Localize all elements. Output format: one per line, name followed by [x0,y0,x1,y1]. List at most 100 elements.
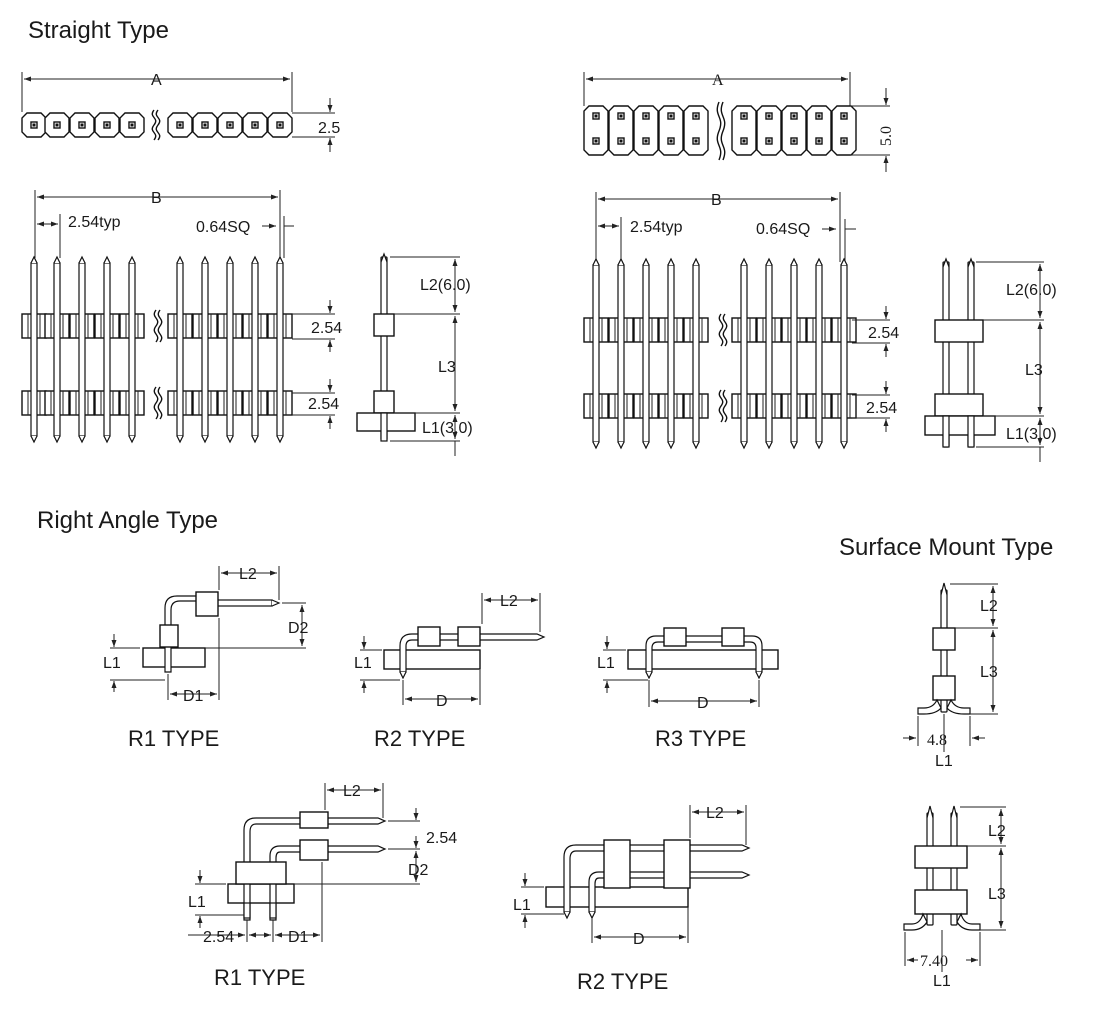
smt-single-dim-width: 4.8 [927,732,947,749]
break-mark [157,386,163,420]
pin-tip [692,441,700,450]
header-cell [683,105,709,156]
pin-square-center [130,123,134,127]
dim-height-dual: 5.0 [878,126,895,146]
pin-tip [765,257,773,266]
pin-square-center [694,114,698,118]
pin-tip [592,441,600,450]
pin-square-center [619,139,623,143]
r2-single-caption: R2 TYPE [374,726,465,751]
r2-dual-dim-l1: L1 [513,897,531,914]
pin-tip [667,257,675,266]
dim-pitch-single: 2.54typ [68,214,121,231]
header-cell [756,105,782,156]
r3-single-dim-l1: L1 [597,655,615,672]
pin [103,262,111,437]
pin-tip [276,255,284,264]
smt-dual-dim-l1: L1 [933,973,951,990]
dim-l1-dual: L1(3.0) [1006,426,1057,443]
dim-b-dual: B [711,192,722,209]
header-cell [608,105,634,156]
pin-square-center [253,123,257,127]
dim-pin-sq-dual: 0.64SQ [756,221,810,238]
break-mark [722,389,728,423]
r1-dual-dim-l2: L2 [343,783,361,800]
pin [642,264,650,443]
pin-square-center [644,114,648,118]
pin-tip [840,257,848,266]
pin [128,262,136,437]
pin-tip [30,255,38,264]
pin-tip [790,257,798,266]
header-cell [658,105,684,156]
pin-tip [642,441,650,450]
header-cell [633,105,659,156]
dim-a-dual: A [712,72,724,89]
pin-square-center [842,139,846,143]
smt-single-dim-l3: L3 [980,664,998,681]
break-mark [722,313,728,347]
dim-pin-sq-single: 0.64SQ [196,219,250,236]
pin [840,264,848,443]
pin [765,264,773,443]
single-row-front-view: B 2.54typ 0.64SQ 2.54 2.54 [21,190,342,444]
dim-row-pitch-dual-top: 2.54 [868,325,899,342]
pin-square-center [105,123,109,127]
r3-single-caption: R3 TYPE [655,726,746,751]
r2-single-dim-l2: L2 [500,593,518,610]
pin-tip [642,257,650,266]
pin-tip [128,435,136,444]
pin-tip [840,441,848,450]
pin-tip [103,255,111,264]
pin-square-center [669,114,673,118]
smt-dual-dim-width: 7.40 [920,953,948,970]
r1-dual-dim-d1: D1 [288,929,309,946]
r1-single-dim-d1: D1 [183,688,204,705]
pin-tip [128,255,136,264]
dual-row-front-view: B 2.54typ 0.64SQ 2.54 2.54 [583,192,899,450]
dim-l2-dual: L2(6.0) [1006,282,1057,299]
pin-tip [667,441,675,450]
header-cell [781,105,807,156]
dim-height-single: 2.5 [318,120,340,137]
pin [251,262,259,437]
r1-dual-dim-pitch-right: 2.54 [426,830,457,847]
pin [692,264,700,443]
smt-single-drawing: L2 L3 4.8 L1 [903,582,998,770]
single-row-side-view: L2(6.0) L3 L1(3.0) [356,252,473,456]
pin-tip [276,435,284,444]
break-mark [155,109,161,141]
pin-square-center [817,139,821,143]
pin-tip [765,441,773,450]
pin-square-center [792,139,796,143]
r1-single-dim-l1: L1 [103,655,121,672]
pin-square-center [228,123,232,127]
pin-tip [251,255,259,264]
pin-square-center [55,123,59,127]
pin-tip [617,441,625,450]
pin-square-center [694,139,698,143]
header-cell [806,105,832,156]
dim-row-pitch-single-top: 2.54 [311,320,342,337]
dim-l1-single: L1(3.0) [422,420,473,437]
pin-tip [201,255,209,264]
smt-dual-dim-l3: L3 [988,886,1006,903]
smt-dual-dim-l2: L2 [988,823,1006,840]
pin-square-center [80,123,84,127]
dim-l3-single: L3 [438,359,456,376]
pin-square-center [594,139,598,143]
dim-row-pitch-single-bottom: 2.54 [308,396,339,413]
r1-single-caption: R1 TYPE [128,726,219,751]
r2-single-dim-d: D [436,693,448,710]
pin-tip [790,441,798,450]
pin-tip [30,435,38,444]
r1-dual-dim-d2: D2 [408,862,429,879]
pin-tip [617,257,625,266]
break-mark [157,309,163,343]
pin-tip [53,255,61,264]
pin-tip [692,257,700,266]
pin-tip [201,435,209,444]
smt-single-dim-l1: L1 [935,753,953,770]
right-angle-type-title: Right Angle Type [37,507,218,534]
